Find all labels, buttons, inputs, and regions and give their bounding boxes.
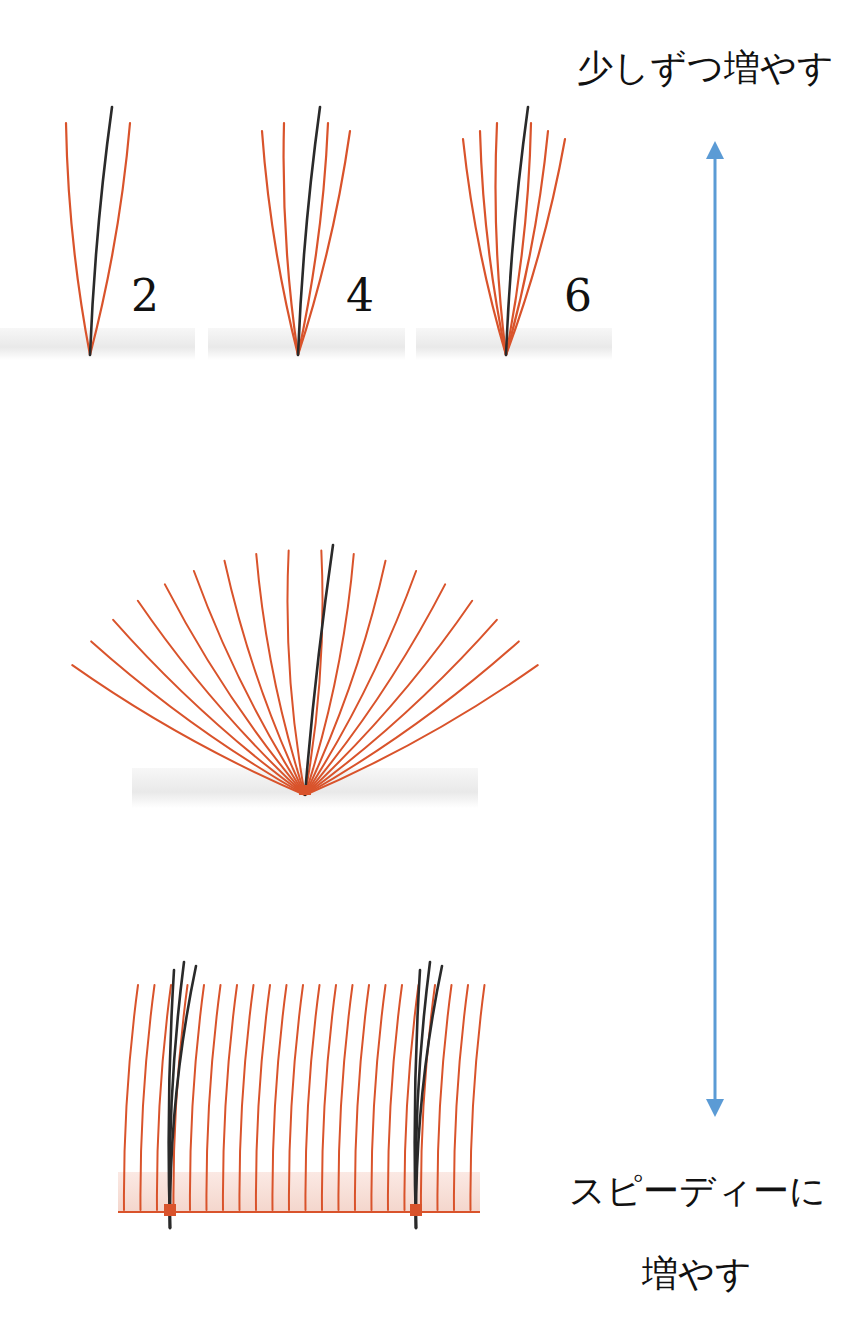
lash bbox=[165, 584, 305, 795]
count-number: 6 bbox=[548, 270, 608, 323]
lash bbox=[355, 985, 369, 1210]
glue-dot bbox=[299, 785, 311, 795]
lash bbox=[305, 620, 497, 795]
lash bbox=[256, 985, 270, 1210]
note-text: スピーディーに 増やす bbox=[552, 1150, 842, 1316]
lash bbox=[287, 550, 305, 795]
lash bbox=[190, 985, 204, 1210]
lash bbox=[305, 985, 319, 1210]
glue-dot bbox=[164, 1204, 176, 1216]
lash bbox=[223, 985, 237, 1210]
lash bbox=[272, 985, 286, 1210]
skin-ground bbox=[0, 328, 612, 1212]
lash bbox=[289, 985, 303, 1210]
lash bbox=[170, 966, 196, 1228]
lash bbox=[305, 554, 354, 795]
lash bbox=[322, 985, 336, 1210]
lash bbox=[454, 985, 468, 1210]
lash bbox=[371, 985, 385, 1210]
lash bbox=[495, 123, 506, 355]
count-number: 4 bbox=[330, 270, 390, 323]
lash bbox=[305, 641, 519, 795]
lash bbox=[124, 985, 138, 1210]
lash bbox=[113, 620, 305, 795]
lash bbox=[140, 985, 154, 1210]
lash bbox=[415, 970, 420, 1228]
lash bbox=[305, 545, 333, 795]
lash bbox=[239, 985, 253, 1210]
lash bbox=[138, 601, 305, 795]
note-text: 少しずつ増やす bbox=[555, 46, 855, 89]
lash bbox=[169, 970, 174, 1228]
lash bbox=[284, 123, 298, 355]
lash bbox=[305, 601, 472, 795]
lash bbox=[305, 665, 538, 795]
lash bbox=[90, 107, 112, 355]
double-arrow bbox=[714, 150, 717, 1108]
lash bbox=[256, 554, 305, 795]
lash-strokes bbox=[66, 107, 565, 1228]
lash bbox=[506, 107, 528, 355]
lash bbox=[388, 985, 402, 1210]
lash bbox=[298, 107, 320, 355]
lash bbox=[206, 985, 220, 1210]
lash bbox=[437, 985, 451, 1210]
glue-dot bbox=[410, 1204, 422, 1216]
lash bbox=[66, 123, 90, 355]
lash bbox=[225, 561, 305, 795]
lash bbox=[506, 139, 565, 355]
lash bbox=[416, 966, 442, 1228]
count-number: 2 bbox=[115, 270, 175, 323]
lash bbox=[470, 985, 484, 1210]
lash bbox=[338, 985, 352, 1210]
